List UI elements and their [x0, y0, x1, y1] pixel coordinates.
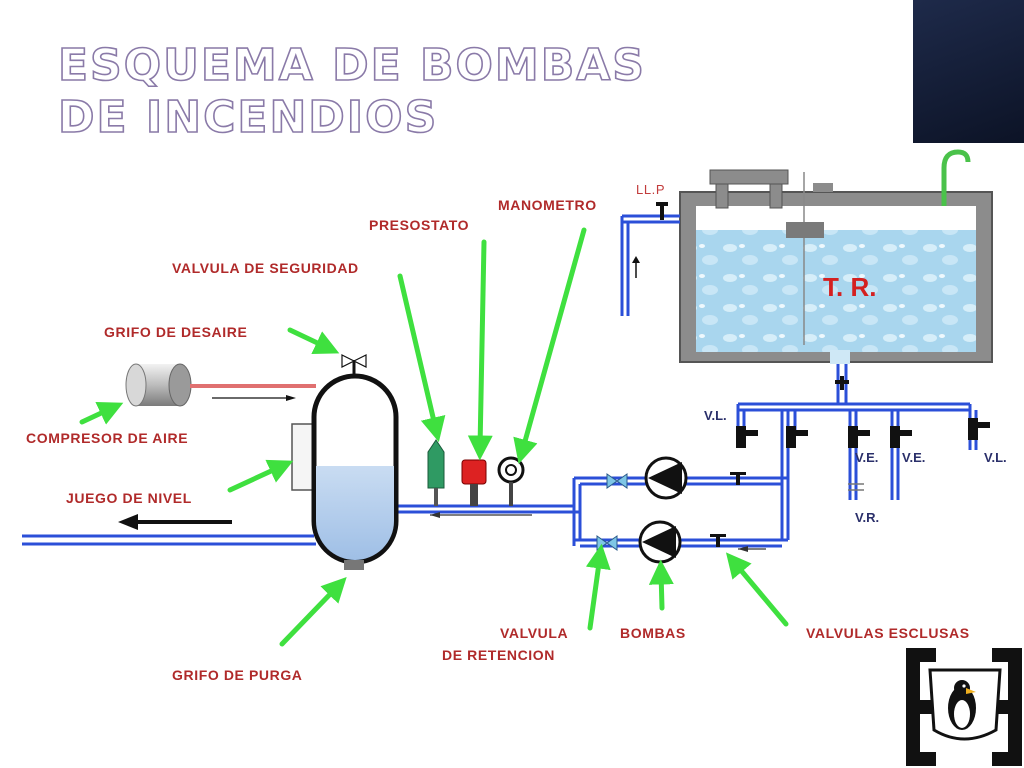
distribution-pipes — [736, 364, 978, 540]
pressure-vessel — [291, 354, 399, 570]
grifo-purga-label: GRIFO DE PURGA — [172, 667, 303, 683]
gate-valve-top — [730, 472, 746, 485]
air-vent-tap — [341, 354, 367, 368]
pressure-gauge — [497, 456, 525, 506]
manifold-valves — [736, 418, 990, 491]
pump-top — [644, 456, 688, 500]
grifo-desaire-label: GRIFO DE DESAIRE — [104, 324, 247, 340]
vent-pipe — [941, 149, 971, 206]
green-pointer-arrows — [79, 227, 789, 647]
level-gauge — [291, 423, 315, 491]
air-compressor — [125, 363, 316, 407]
page-title: ESQUEMA DE BOMBAS DE INCENDIOS — [57, 39, 646, 144]
float — [786, 222, 824, 238]
pump-circuit — [396, 476, 788, 552]
compresor-aire-label: COMPRESOR DE AIRE — [26, 430, 188, 446]
tank-label: T. R. — [823, 272, 876, 302]
pressure-switch — [461, 459, 487, 506]
valvulas-esclusas-label: VALVULAS ESCLUSAS — [806, 625, 970, 641]
manometro-label: MANOMETRO — [498, 197, 597, 213]
pump-bottom — [638, 520, 682, 564]
valvula-seguridad-label: VALVULA DE SEGURIDAD — [172, 260, 359, 276]
valvula-retencion-label-1: VALVULA — [500, 625, 568, 641]
vr-label: V.R. — [855, 510, 879, 525]
ve-label-2: V.E. — [902, 450, 925, 465]
fill-pipe — [620, 202, 680, 316]
vl-left-label: V.L. — [704, 408, 727, 423]
llp-label: LL.P — [636, 182, 665, 197]
tank-water — [696, 230, 976, 352]
safety-valve — [427, 439, 445, 506]
valvula-retencion-label-2: DE RETENCION — [442, 647, 555, 663]
ve-label-1: V.E. — [855, 450, 878, 465]
vl-right-label: V.L. — [984, 450, 1007, 465]
outlet-pipe — [22, 514, 316, 546]
gate-valve-bottom — [710, 534, 726, 547]
bombas-label: BOMBAS — [620, 625, 686, 641]
check-valve-bottom — [596, 535, 618, 551]
university-logo-icon — [906, 648, 1022, 766]
drain-tap — [344, 560, 364, 570]
juego-nivel-label: JUEGO DE NIVEL — [66, 490, 192, 506]
reserve-tank: T. R. — [679, 149, 993, 364]
check-valve-top — [606, 473, 628, 489]
presostato-label: PRESOSTATO — [369, 217, 469, 233]
corner-decoration — [913, 0, 1024, 143]
